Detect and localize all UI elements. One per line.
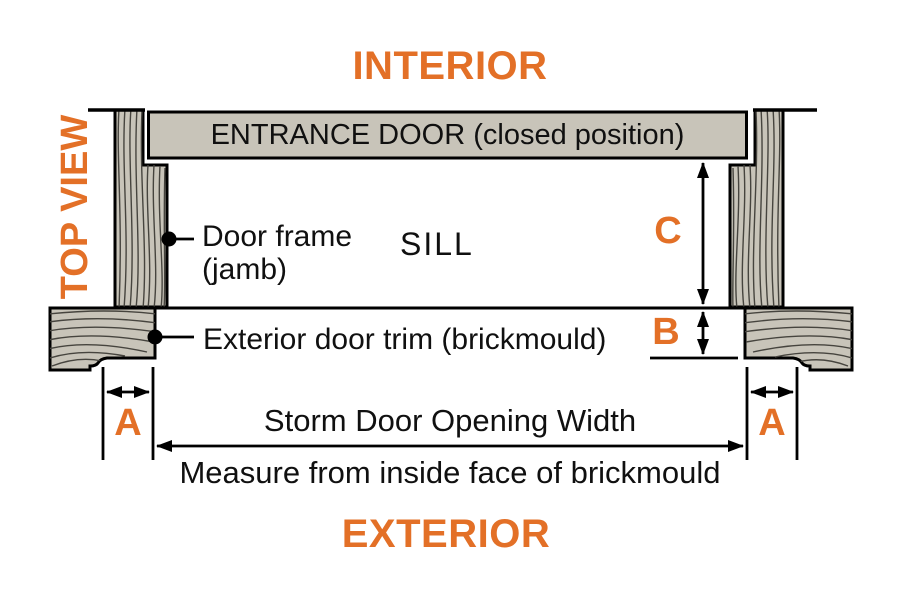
door-frame-label-line2: (jamb) [202, 253, 288, 286]
opening-width-label: Storm Door Opening Width [263, 403, 637, 438]
top-view-heading: TOP VIEW [54, 114, 96, 300]
brickmould-leader [147, 329, 194, 345]
sill-label: SILL [400, 226, 474, 262]
right-brickmould-shape [743, 306, 854, 372]
entrance-door-label: ENTRANCE DOOR (closed position) [210, 119, 685, 151]
dimension-c-label: C [654, 210, 682, 252]
exterior-heading: EXTERIOR [341, 512, 551, 556]
left-brickmould-grain [50, 310, 155, 367]
left-jamb-grain [117, 110, 166, 307]
brickmould-label: Exterior door trim (brickmould) [203, 323, 607, 356]
measure-note-label: Measure from inside face of brickmould [179, 455, 721, 490]
dimension-a-right-label: A [758, 402, 786, 444]
left-brickmould-shape [48, 306, 157, 372]
door-frame-label-line1: Door frame [202, 220, 353, 253]
door-frame-label: Door frame (jamb) [202, 220, 352, 286]
entrance-door-shape [147, 110, 748, 160]
right-jamb-grain [732, 110, 781, 307]
dimension-a-left-label: A [114, 402, 142, 444]
right-brickmould-grain [745, 310, 852, 367]
dimension-b-label: B [652, 311, 680, 353]
jamb-leader [161, 231, 194, 247]
interior-heading: INTERIOR [352, 44, 548, 88]
